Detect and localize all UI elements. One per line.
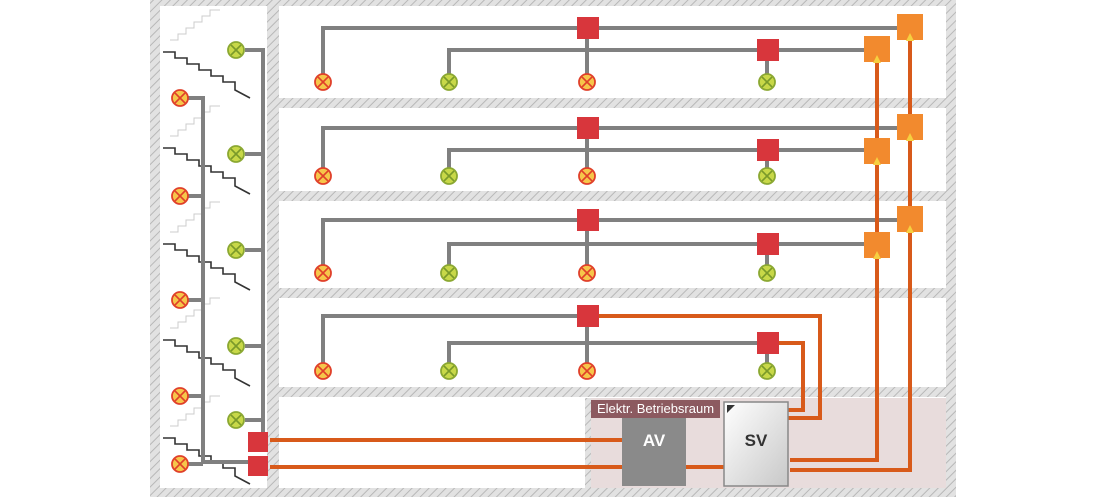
stair-wall bbox=[267, 0, 279, 497]
emergency-riser bbox=[790, 258, 879, 462]
stair-flight bbox=[170, 395, 220, 427]
floor-slab-0 bbox=[279, 387, 946, 397]
lamp-cross-icon bbox=[227, 337, 245, 355]
building-structure bbox=[150, 0, 956, 497]
circuit-line-a bbox=[321, 314, 587, 371]
emergency-lamp-cross-icon bbox=[578, 362, 596, 380]
circuit-line-a bbox=[321, 218, 910, 273]
junction-box-icon bbox=[757, 139, 779, 161]
junction-box-icon bbox=[248, 456, 268, 476]
lamp-cross-icon bbox=[227, 411, 245, 429]
stairwell-general-riser bbox=[245, 48, 265, 448]
stair-upper-flights bbox=[170, 9, 220, 427]
upward-arrow-icon bbox=[873, 157, 881, 165]
circuit-line-b bbox=[447, 242, 876, 273]
right-wall bbox=[946, 0, 956, 497]
emergency-lamp-cross-icon bbox=[578, 264, 596, 282]
lamp-cross-icon bbox=[440, 167, 458, 185]
lamp-cross-icon bbox=[227, 41, 245, 59]
left-wall bbox=[150, 0, 160, 497]
devices bbox=[171, 14, 923, 476]
lamp-cross-icon bbox=[758, 264, 776, 282]
emergency-lamp-cross-icon bbox=[171, 387, 189, 405]
upward-arrow-icon bbox=[873, 251, 881, 259]
emergency-lamp-cross-icon bbox=[314, 362, 332, 380]
lamp-cross-icon bbox=[758, 167, 776, 185]
junction-box-icon bbox=[757, 332, 779, 354]
lamp-cross-icon bbox=[758, 73, 776, 91]
circuit-line-b bbox=[447, 341, 767, 371]
emergency-lamp-cross-icon bbox=[314, 264, 332, 282]
circuit-line-a bbox=[321, 126, 910, 176]
junction-box-icon bbox=[577, 117, 599, 139]
stairwell-emergency-riser bbox=[188, 96, 258, 464]
sv-cabinet bbox=[723, 401, 789, 487]
stair-flight bbox=[163, 51, 251, 99]
emergency-lamp-cross-icon bbox=[171, 89, 189, 107]
junction-box-icon bbox=[757, 233, 779, 255]
sv-label: SV bbox=[744, 431, 768, 450]
floor-slab-2 bbox=[279, 191, 946, 201]
lamp-cross-icon bbox=[227, 241, 245, 259]
emergency-lamp-cross-icon bbox=[171, 455, 189, 473]
lamp-cross-icon bbox=[227, 145, 245, 163]
stair-flight bbox=[170, 9, 220, 41]
junction-box-icon bbox=[577, 17, 599, 39]
emergency-lamp-cross-icon bbox=[578, 73, 596, 91]
emergency-lamp-cross-icon bbox=[314, 73, 332, 91]
stair-flight bbox=[170, 297, 220, 329]
circuit-line-a bbox=[321, 26, 910, 82]
stair-flight bbox=[170, 105, 220, 137]
upward-arrow-icon bbox=[906, 225, 914, 233]
lamp-cross-icon bbox=[758, 362, 776, 380]
roof-slab bbox=[150, 0, 956, 6]
upward-arrow-icon bbox=[906, 33, 914, 41]
av-label: AV bbox=[642, 431, 666, 450]
electrical-room-wall bbox=[585, 398, 591, 488]
ground-slab bbox=[150, 488, 956, 497]
upward-arrow-icon bbox=[873, 55, 881, 63]
emergency-riser bbox=[790, 232, 912, 472]
emergency-lamp-cross-icon bbox=[171, 291, 189, 309]
floor-slab-1 bbox=[279, 288, 946, 298]
emergency-feeder bbox=[778, 341, 805, 412]
electrical-room-label: Elektr. Betriebsraum bbox=[591, 400, 721, 418]
av-cabinet bbox=[622, 418, 686, 486]
sv-corner-icon bbox=[727, 405, 735, 413]
junction-box-icon bbox=[577, 305, 599, 327]
upward-arrow-icon bbox=[906, 133, 914, 141]
floor-slab-3 bbox=[279, 98, 946, 108]
emergency-feeder bbox=[598, 314, 822, 420]
stair-flight bbox=[170, 201, 220, 233]
junction-box-icon bbox=[248, 432, 268, 452]
lamp-cross-icon bbox=[440, 264, 458, 282]
junction-box-icon bbox=[757, 39, 779, 61]
emergency-lamp-cross-icon bbox=[578, 167, 596, 185]
junction-box-icon bbox=[577, 209, 599, 231]
emergency-lamp-cross-icon bbox=[314, 167, 332, 185]
circuit-line-b bbox=[447, 48, 876, 82]
lamp-cross-icon bbox=[440, 362, 458, 380]
emergency-lamp-cross-icon bbox=[171, 187, 189, 205]
lamp-cross-icon bbox=[440, 73, 458, 91]
stairwell-cables bbox=[188, 48, 265, 466]
